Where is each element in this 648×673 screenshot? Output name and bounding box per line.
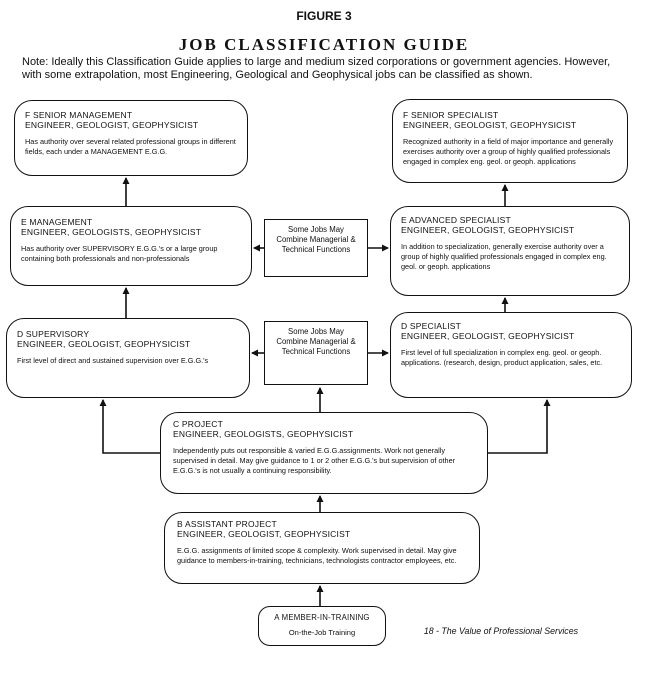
description: Recognized authority in a field of major…	[403, 137, 614, 166]
description: In addition to specialization, generally…	[401, 242, 607, 271]
box-f-senior-management: F SENIOR MANAGEMENT ENGINEER, GEOLOGIST,…	[14, 100, 248, 176]
roles: ENGINEER, GEOLOGIST, GEOPHYSICIST	[403, 120, 577, 130]
level-title: D SPECIALIST	[401, 321, 462, 331]
description: E.G.G. assignments of limited scope & co…	[177, 546, 457, 565]
box-f-senior-specialist: F SENIOR SPECIALIST ENGINEER, GEOLOGIST,…	[392, 99, 628, 183]
arrow-c-to-d-specialist	[488, 399, 551, 454]
roles: ENGINEER, GEOLOGIST, GEOPHYSICIST	[401, 331, 575, 341]
level-title: F SENIOR SPECIALIST	[403, 110, 499, 120]
roles: ENGINEER, GEOLOGISTS, GEOPHYSICIST	[173, 429, 354, 439]
footer-caption: 18 - The Value of Professional Services	[423, 626, 578, 636]
level-title: A MEMBER-IN-TRAINING	[274, 613, 370, 622]
box-e-advanced-specialist: E ADVANCED SPECIALIST ENGINEER, GEOLOGIS…	[390, 206, 630, 296]
level-title: F SENIOR MANAGEMENT	[25, 110, 133, 120]
box-e-management: E MANAGEMENT ENGINEER, GEOLOGISTS, GEOPH…	[10, 206, 252, 286]
level-title: E ADVANCED SPECIALIST	[401, 215, 511, 225]
level-title: B ASSISTANT PROJECT	[177, 519, 277, 529]
intro-note: Note: Ideally this Classification Guide …	[22, 56, 611, 81]
combine-functions-box-upper: Some Jobs May Combine Managerial & Techn…	[264, 219, 368, 277]
description: Has authority over SUPERVISORY E.G.G.'s …	[21, 244, 218, 263]
roles: ENGINEER, GEOLOGIST, GEOPHYSICIST	[177, 529, 351, 539]
level-title: E MANAGEMENT	[21, 217, 93, 227]
box-b-assistant-project: B ASSISTANT PROJECT ENGINEER, GEOLOGIST,…	[164, 512, 480, 584]
description: First level of full specialization in co…	[401, 348, 603, 367]
box-d-supervisory: D SUPERVISORY ENGINEER, GEOLOGIST, GEOPH…	[6, 318, 250, 398]
roles: ENGINEER, GEOLOGISTS, GEOPHYSICIST	[21, 227, 202, 237]
roles: ENGINEER, GEOLOGIST, GEOPHYSICIST	[401, 225, 575, 235]
description: On-the-Job Training	[288, 628, 356, 637]
roles: ENGINEER, GEOLOGIST, GEOPHYSICIST	[17, 339, 191, 349]
box-c-project: C PROJECT ENGINEER, GEOLOGISTS, GEOPHYSI…	[160, 412, 488, 494]
description: Has authority over several related profe…	[25, 137, 236, 156]
box-d-specialist: D SPECIALIST ENGINEER, GEOLOGIST, GEOPHY…	[390, 312, 632, 398]
box-a-member-in-training: A MEMBER-IN-TRAINING On-the-Job Training	[258, 606, 386, 646]
description: Independently puts out responsible & var…	[173, 446, 456, 475]
arrow-c-to-d-supervisory	[99, 399, 160, 454]
level-title: D SUPERVISORY	[17, 329, 90, 339]
figure-label: FIGURE 3	[296, 9, 352, 23]
level-title: C PROJECT	[173, 419, 223, 429]
page-title: JOB CLASSIFICATION GUIDE	[178, 35, 470, 54]
description: First level of direct and sustained supe…	[17, 356, 209, 365]
roles: ENGINEER, GEOLOGIST, GEOPHYSICIST	[25, 120, 199, 130]
combine-functions-box-lower: Some Jobs May Combine Managerial & Techn…	[264, 321, 368, 385]
